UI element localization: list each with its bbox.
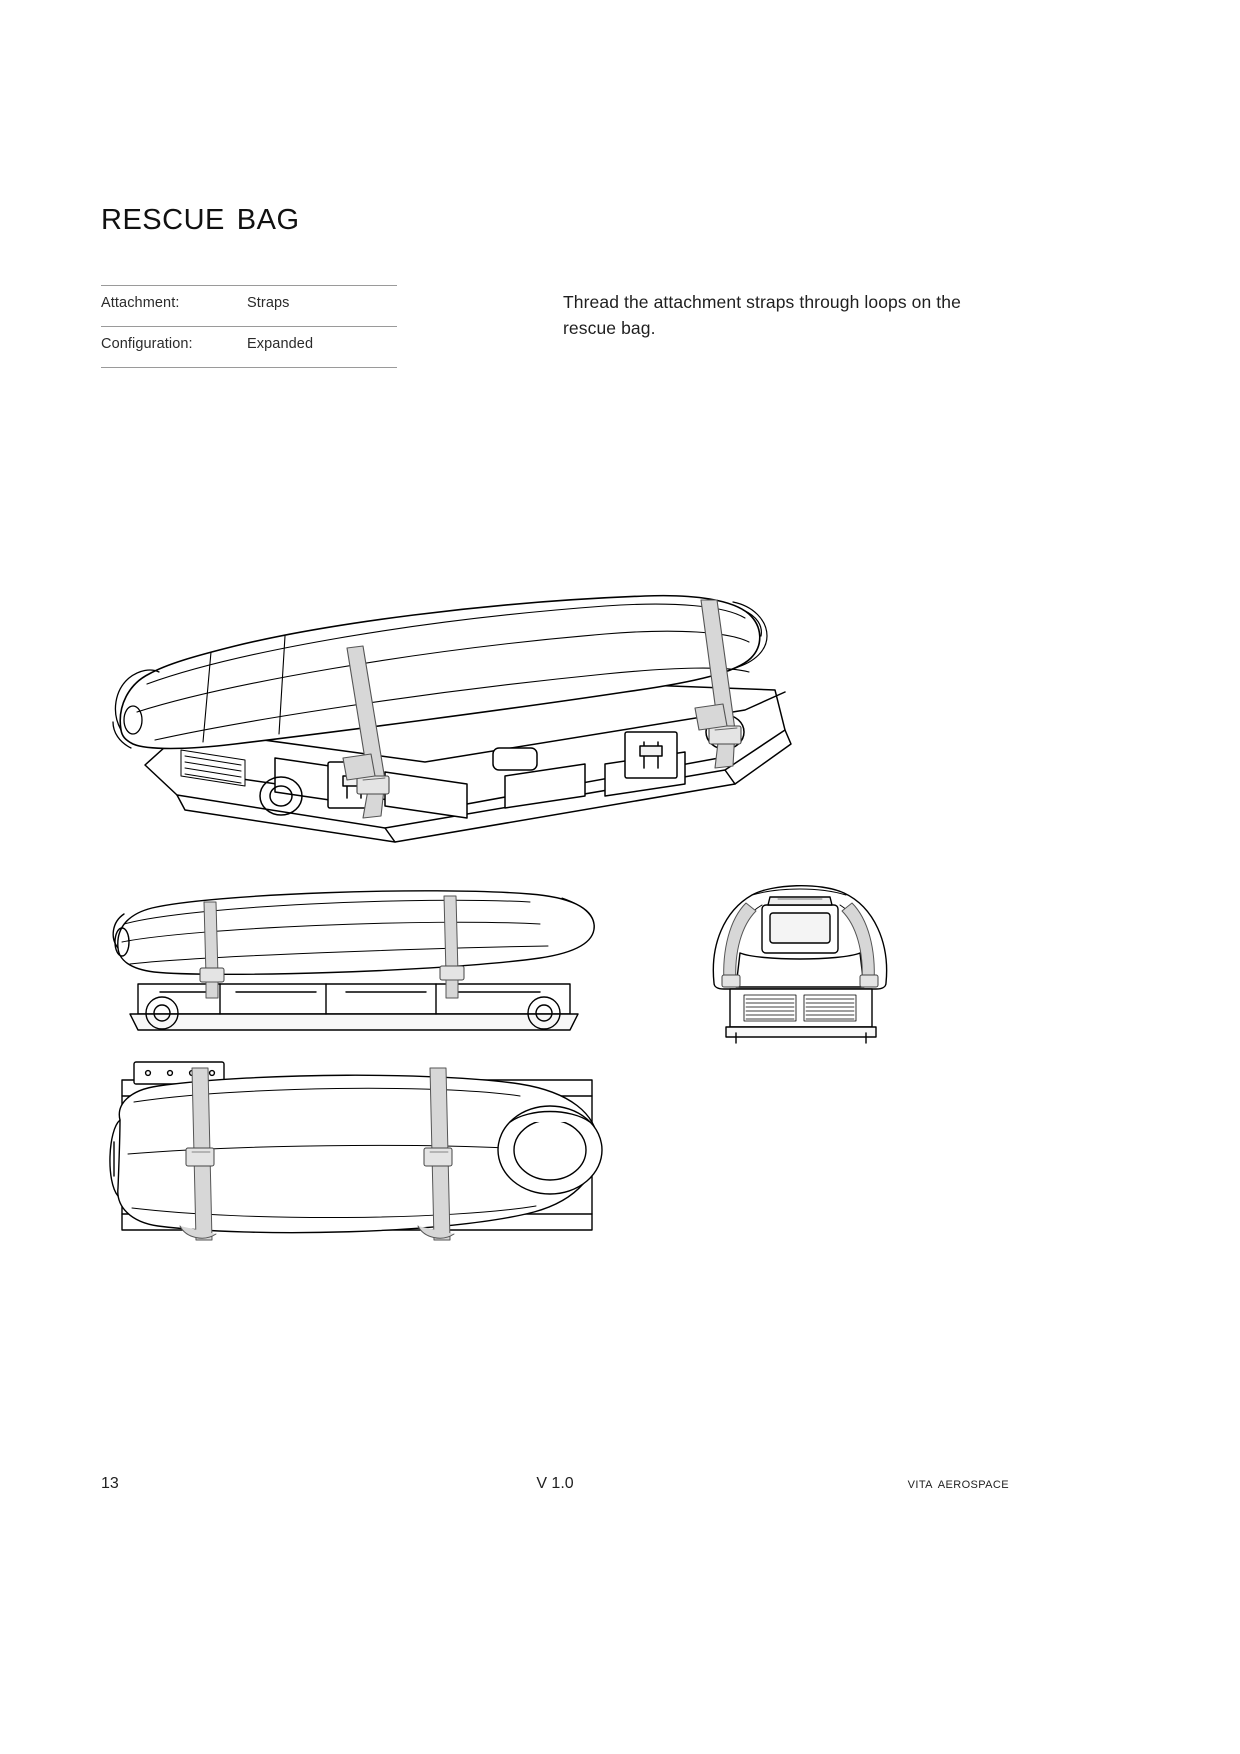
strap-left xyxy=(721,902,757,988)
specification-table: Attachment: Straps Configuration: Expand… xyxy=(101,285,397,368)
vent-grille-left xyxy=(743,994,797,1022)
table-rule-bottom xyxy=(101,367,397,368)
spec-key-configuration: Configuration: xyxy=(101,336,193,352)
vent-grille-left xyxy=(180,749,246,787)
strap-tail-upper xyxy=(179,1225,217,1239)
spec-value-attachment: Straps xyxy=(247,295,290,311)
rescue-bag-end-cap xyxy=(112,913,130,957)
spec-key-attachment: Attachment: xyxy=(101,295,180,311)
strap-buckle-right xyxy=(694,703,728,731)
inner-pouch xyxy=(761,896,839,954)
roller-left xyxy=(145,996,179,1030)
platform-base xyxy=(129,983,579,1031)
latch-plate-right xyxy=(624,731,678,779)
bag-lower-band xyxy=(735,952,865,988)
vent-grille-right xyxy=(803,994,857,1022)
instruction-text: Thread the attachment straps through loo… xyxy=(563,292,961,338)
figure-front-elevation-view xyxy=(700,875,900,1055)
roller-right xyxy=(527,996,561,1030)
strap-right xyxy=(439,895,465,999)
rescue-bag-seams xyxy=(121,897,595,965)
figure-isometric-view xyxy=(85,580,825,870)
centre-handle xyxy=(492,747,538,771)
rescue-bag-seams xyxy=(136,603,750,743)
strap-right xyxy=(700,599,742,769)
strap-tail-lower xyxy=(417,1225,455,1239)
rescue-bag-end-cap xyxy=(112,669,160,749)
roller-front xyxy=(259,776,303,816)
footer-brand: Vita Aerospace xyxy=(907,1475,1009,1492)
page-title: Rescue Bag xyxy=(101,192,300,238)
strap-left xyxy=(346,645,390,819)
strap-buckle-left xyxy=(342,753,376,781)
table-rule-middle xyxy=(101,326,397,327)
table-rule-top xyxy=(101,285,397,286)
figure-top-plan-view xyxy=(100,1050,640,1265)
bag-opening-hood xyxy=(497,1105,603,1195)
rescue-bag-tail xyxy=(732,601,768,669)
strap-left xyxy=(199,901,225,999)
page-footer: 13 V 1.0 Vita Aerospace xyxy=(101,1475,1009,1493)
strap-upper xyxy=(185,1067,215,1241)
strap-right xyxy=(841,902,879,988)
spec-value-configuration: Expanded xyxy=(247,336,314,352)
table-row: Configuration: Expanded xyxy=(101,327,397,367)
table-row: Attachment: Straps xyxy=(101,286,397,326)
rescue-bag-end-cap xyxy=(109,1119,121,1197)
rescue-bag-body xyxy=(117,890,595,976)
footer-version: V 1.0 xyxy=(536,1475,574,1492)
figure-side-elevation-view xyxy=(100,880,620,1055)
strap-lower xyxy=(423,1067,453,1241)
footer-page-number: 13 xyxy=(101,1475,119,1492)
